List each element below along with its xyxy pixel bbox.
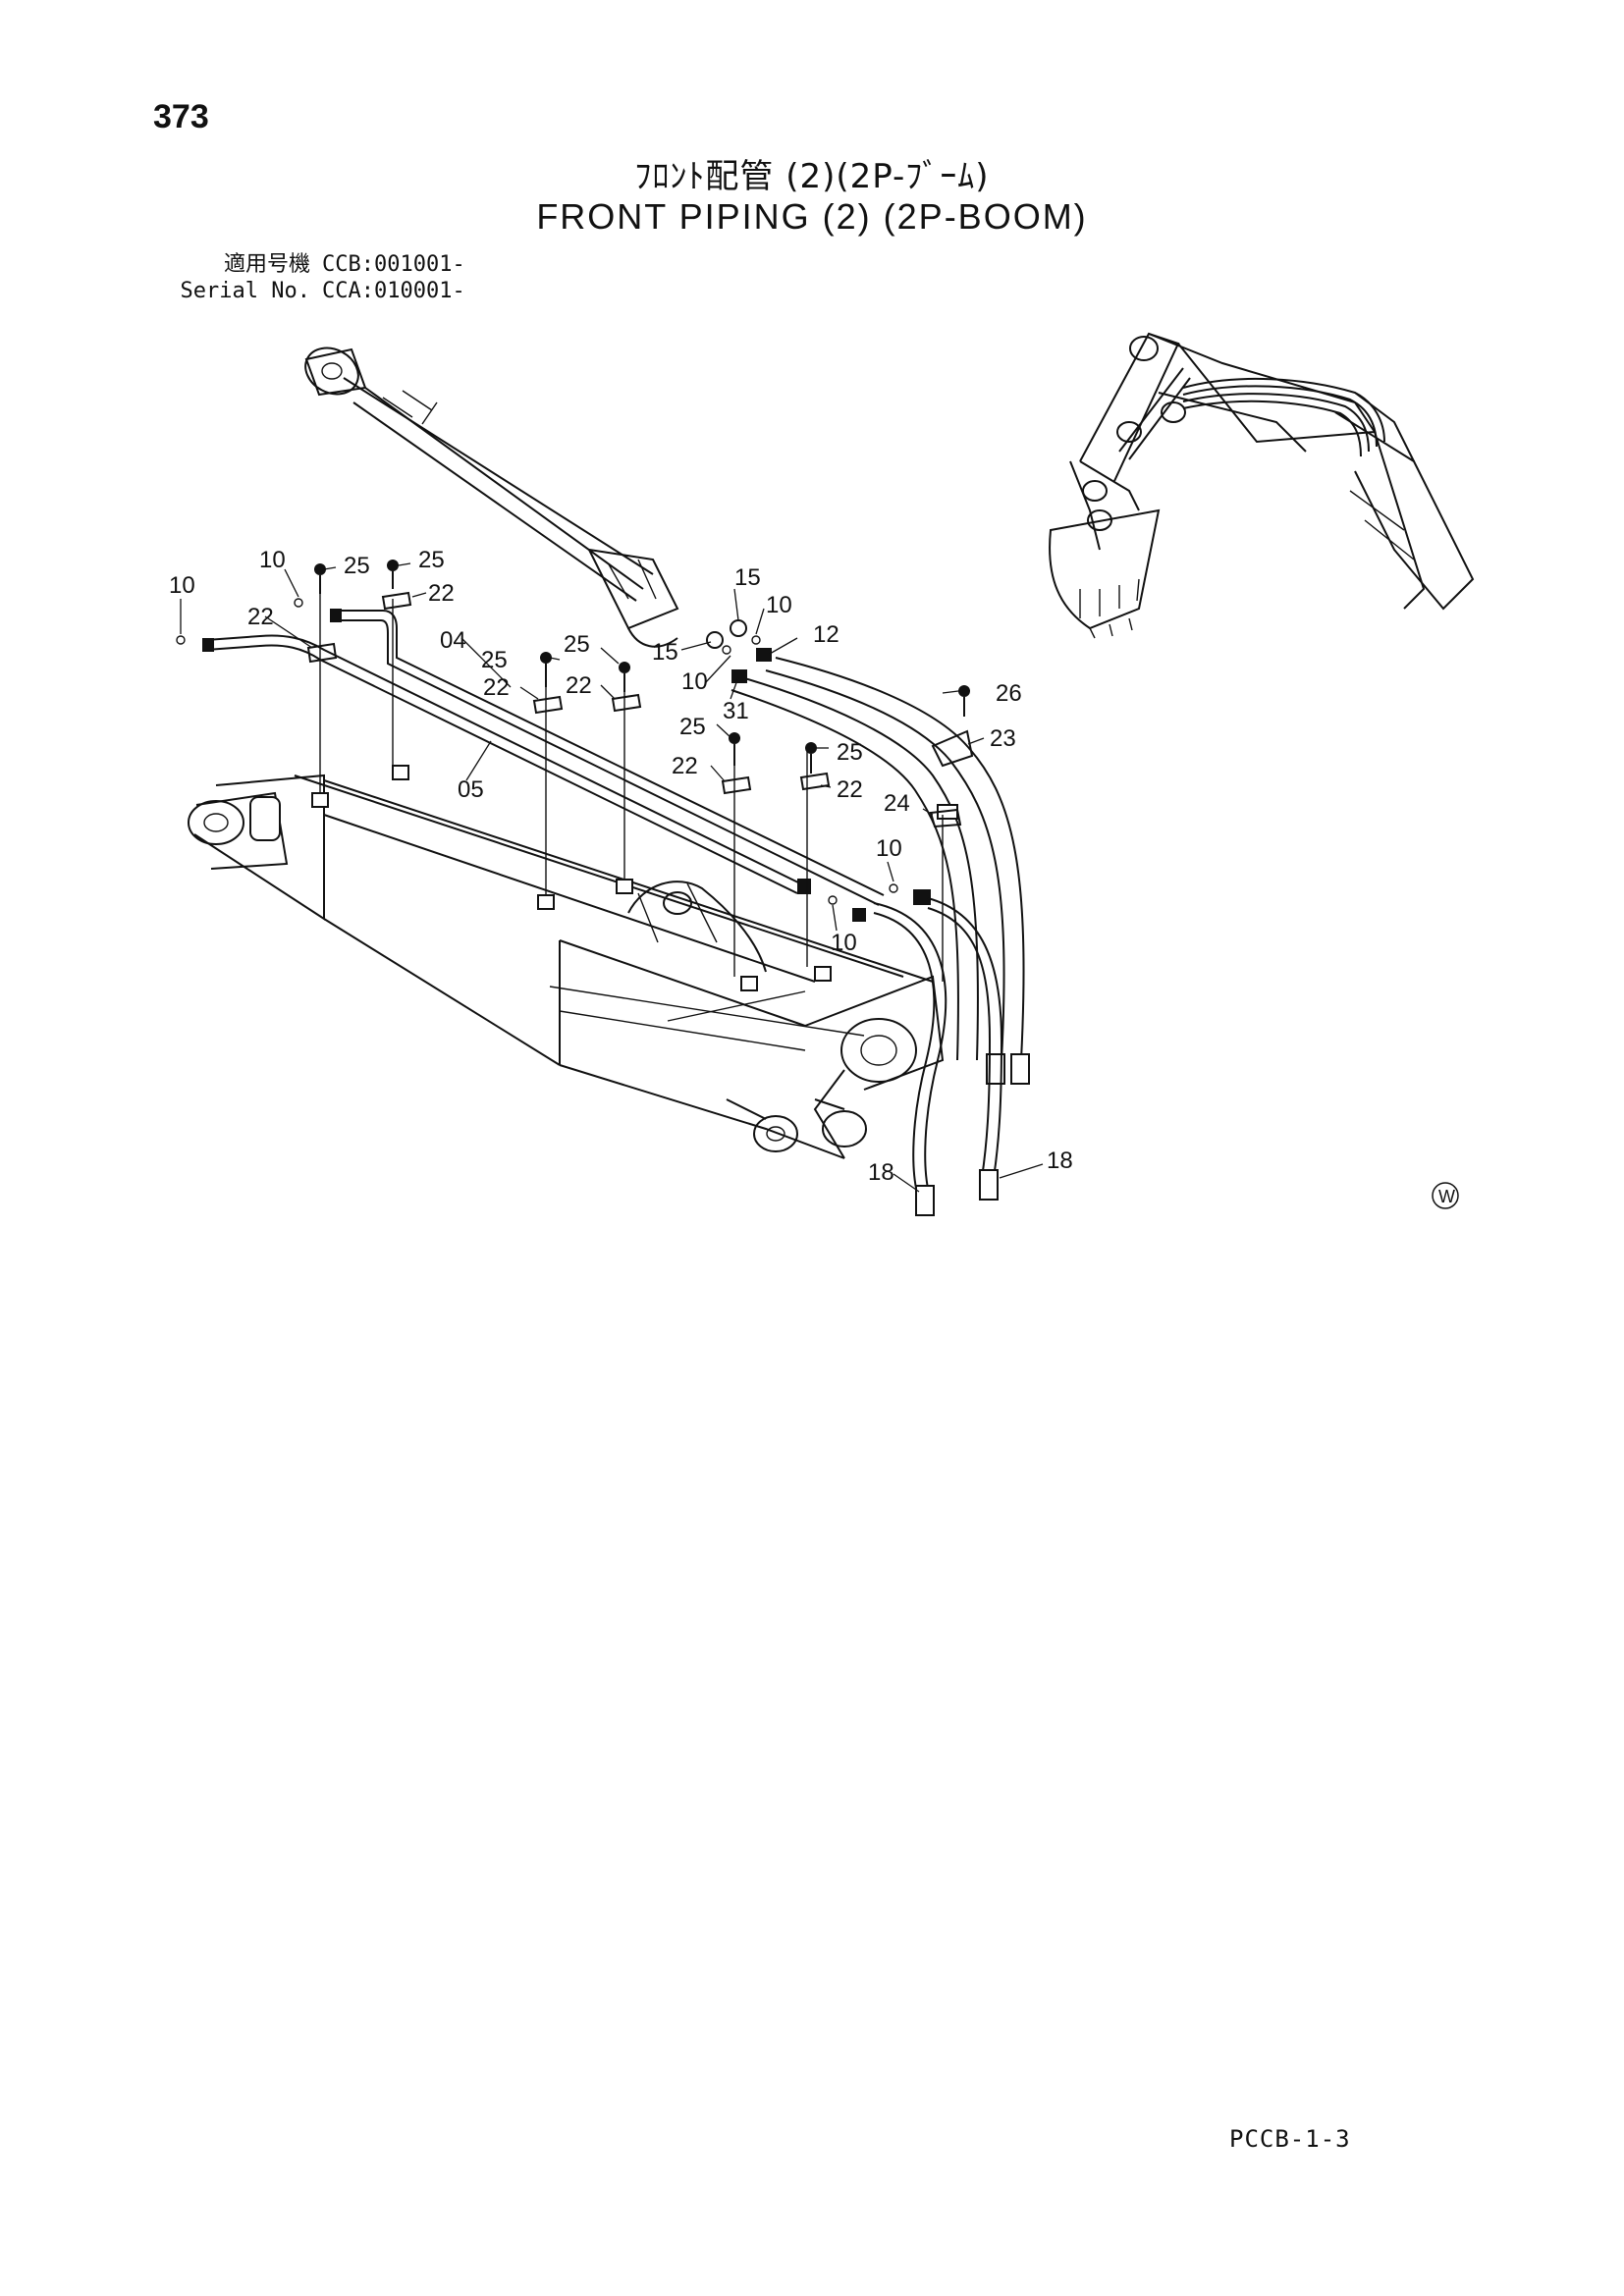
callout-labels: 10 10 10 10 10 10 25 25 25 25 25 25 22 2… bbox=[169, 547, 1073, 1186]
callout-22: 22 bbox=[428, 580, 455, 607]
circled-w-mark: W bbox=[1432, 1182, 1459, 1209]
callout-22: 22 bbox=[837, 776, 863, 803]
callout-12: 12 bbox=[813, 621, 839, 648]
serial-label-en: Serial No. bbox=[180, 279, 310, 303]
callout-25: 25 bbox=[481, 647, 508, 673]
bolt-icon bbox=[314, 563, 326, 594]
serial-row-serial-no: Serial No. CCA:010001- bbox=[153, 278, 465, 304]
bolt-icon bbox=[805, 742, 817, 774]
callout-31: 31 bbox=[723, 698, 749, 724]
bolt-icon bbox=[729, 732, 740, 766]
leader-lines bbox=[180, 562, 1044, 1193]
callout-25: 25 bbox=[418, 547, 445, 573]
document-code: PCCB-1-3 bbox=[1229, 2125, 1351, 2153]
callout-05: 05 bbox=[458, 776, 484, 803]
callout-23: 23 bbox=[990, 725, 1016, 752]
callout-10: 10 bbox=[169, 572, 195, 599]
callout-10: 10 bbox=[259, 547, 286, 573]
callout-18: 18 bbox=[1047, 1148, 1073, 1174]
clamp-rods bbox=[319, 581, 944, 982]
bolt-icon bbox=[619, 662, 630, 692]
bolt-icon bbox=[958, 685, 970, 717]
callout-22: 22 bbox=[247, 604, 274, 630]
bolts-and-clamps bbox=[176, 560, 970, 905]
callout-22: 22 bbox=[672, 753, 698, 779]
callout-15: 15 bbox=[652, 639, 678, 666]
title-english: FRONT PIPING (2) (2P-BOOM) bbox=[536, 196, 1088, 237]
upper-hoses bbox=[706, 619, 1030, 1085]
bolt-icon bbox=[387, 560, 399, 589]
serial-label-jp: 適用号機 bbox=[223, 252, 310, 277]
callout-22: 22 bbox=[483, 674, 510, 701]
callout-24: 24 bbox=[884, 790, 910, 817]
callout-18: 18 bbox=[868, 1159, 894, 1186]
serial-value-ccb: CCB:001001- bbox=[322, 252, 465, 277]
bolt-icon bbox=[540, 652, 552, 687]
callout-10: 10 bbox=[876, 835, 902, 862]
callout-10: 10 bbox=[766, 592, 792, 618]
boom-cylinder bbox=[304, 347, 679, 648]
callout-25: 25 bbox=[679, 714, 706, 740]
serial-applicability: 適用号機 CCB:001001- Serial No. CCA:010001- bbox=[153, 251, 465, 304]
lower-hoses bbox=[873, 897, 1003, 1216]
callout-26: 26 bbox=[996, 680, 1022, 707]
callout-10: 10 bbox=[831, 930, 857, 956]
callout-25: 25 bbox=[564, 631, 590, 658]
serial-value-cca: CCA:010001- bbox=[322, 279, 465, 303]
pipe-lines bbox=[202, 609, 931, 922]
serial-row-applicable-machine: 適用号機 CCB:001001- bbox=[153, 251, 465, 278]
title-japanese: ﾌﾛﾝﾄ配管 (2)(2P-ﾌﾞｰﾑ) bbox=[634, 157, 990, 196]
page-number: 373 bbox=[153, 98, 209, 135]
circled-w-letter: W bbox=[1438, 1187, 1455, 1206]
callout-10: 10 bbox=[681, 668, 708, 695]
callout-04: 04 bbox=[440, 627, 466, 654]
callout-15: 15 bbox=[734, 564, 761, 591]
callout-22: 22 bbox=[566, 672, 592, 699]
callout-25: 25 bbox=[344, 553, 370, 579]
excavator-inset-illustration bbox=[1049, 332, 1475, 639]
boom-body bbox=[188, 765, 945, 1159]
callout-25: 25 bbox=[837, 739, 863, 766]
